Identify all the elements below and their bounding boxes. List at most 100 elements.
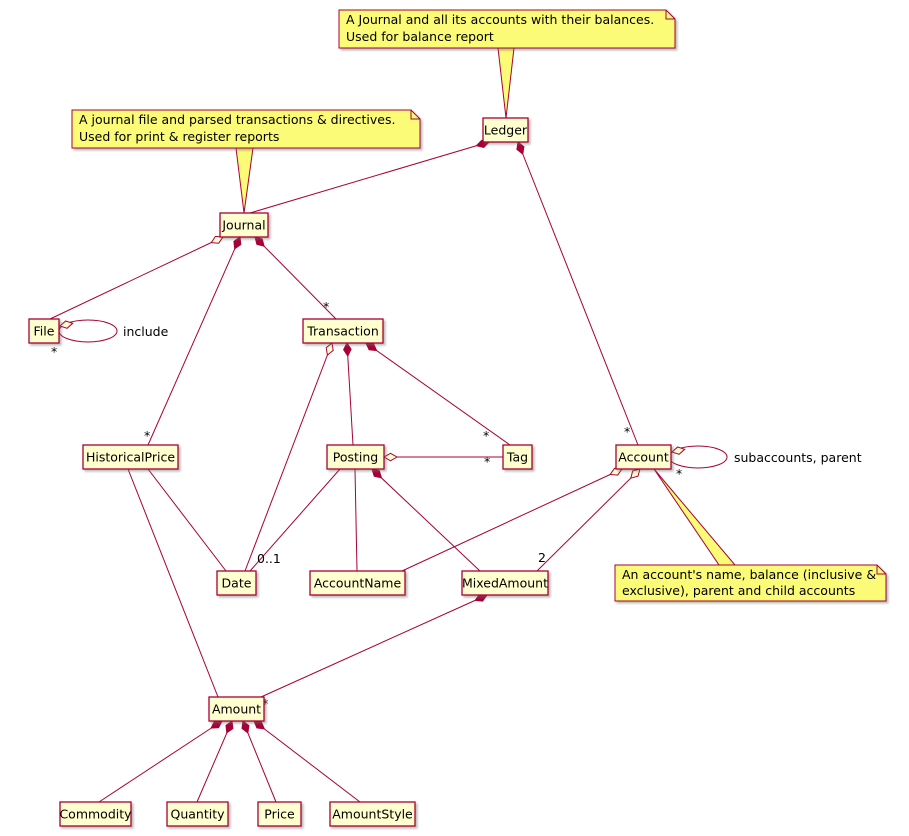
edge-amount-commodity [98,720,223,803]
edge-posting-tag-aggregation-diamond [382,452,399,462]
class-box-journal [219,212,269,238]
class-box-account [615,444,672,470]
note-connector-account [653,468,737,566]
class-box-tag [502,444,533,470]
label-file-loop: include [123,324,169,339]
class-amountstyle: AmountStyle [329,801,416,827]
multiplicity-account-mixedamount: 2 [538,550,546,565]
class-label-accountname: AccountName [314,576,402,591]
edge-journal-transaction [254,236,337,320]
class-quantity: Quantity [166,801,229,827]
edge-journal-historicalprice [147,236,241,446]
class-ledger: Ledger [482,117,529,143]
note-journal-fold-icon [410,110,420,120]
class-label-quantity: Quantity [170,807,225,822]
edge-transaction-tag [365,342,511,446]
multiplicity-ledger-account: * [624,424,630,439]
edge-ledger-account-composition-diamond [516,141,525,156]
class-box-amount [208,696,265,722]
edge-posting-date [249,468,341,572]
class-box-accountname [309,570,406,596]
class-label-account: Account [618,450,669,465]
file-loop-aggregation-diamond [59,320,74,329]
note-ledger: A Journal and all its accounts with thei… [338,9,676,49]
edge-amount-quantity-composition-diamond [225,720,234,734]
class-label-price: Price [264,807,295,822]
class-commodity: Commodity [59,801,132,827]
edge-ledger-journal [249,141,490,214]
edge-historicalprice-date [147,468,227,572]
class-label-tag: Tag [506,450,528,465]
edge-transaction-date-aggregation-diamond [325,342,334,357]
class-box-ledger [482,117,529,143]
edge-posting-mixedamount [371,468,481,572]
multiplicity-posting-date: 0..1 [257,551,281,566]
class-price: Price [257,801,302,827]
edge-amount-commodity-composition-diamond [210,720,223,729]
edge-posting-accountname [354,468,358,572]
class-label-journal: Journal [221,218,265,233]
class-box-commodity [59,801,132,827]
class-box-file [28,318,60,344]
class-amount: Amount [208,696,265,722]
edge-journal-historicalprice-composition-diamond [233,236,242,250]
note-journal-body [71,109,421,149]
class-tag: Tag [502,444,533,470]
multiplicity-journal-historicalprice: * [144,428,150,443]
note-journal-line-1: A journal file and parsed transactions &… [79,112,395,127]
class-historicalprice: HistoricalPrice [82,444,179,470]
edge-amount-price [242,720,277,803]
note-journal: A journal file and parsed transactions &… [71,109,421,149]
note-account: An account's name, balance (inclusive &e… [614,564,887,602]
edge-journal-file [49,236,224,320]
class-mixedamount: MixedAmount [461,570,549,596]
edge-ledger-account [517,141,639,446]
edge-amount-amountstyle-composition-diamond [253,720,266,730]
multiplicity-journal-transaction: * [323,299,329,314]
edge-transaction-date [244,342,333,572]
class-label-amount: Amount [212,702,261,717]
class-box-date [216,570,257,596]
class-box-price [257,801,302,827]
multiplicity-posting-tag: * [484,454,490,469]
class-box-historicalprice [82,444,179,470]
note-account-fold-icon [876,565,886,575]
class-label-amountstyle: AmountStyle [332,807,413,822]
class-label-transaction: Transaction [306,324,379,339]
class-box-amountstyle [329,801,416,827]
class-label-historicalprice: HistoricalPrice [86,450,175,465]
note-account-body [614,564,887,602]
edge-journal-file-aggregation-diamond [210,235,224,244]
class-label-posting: Posting [333,450,378,465]
class-label-mixedamount: MixedAmount [462,576,548,591]
class-label-file: File [34,324,55,339]
class-file: File [28,318,60,344]
edge-amount-quantity [196,720,233,803]
note-account-line-2: exclusive), parent and child accounts [622,583,855,598]
note-ledger-line-2: Used for balance report [346,29,494,44]
class-posting: Posting [326,444,385,470]
note-journal-line-2: Used for print & register reports [79,129,279,144]
edge-account-mixedamount-aggregation-diamond [630,468,641,479]
multiplicity-mixedamount-amount: * [262,696,268,711]
multiplicity-file-loop: * [51,344,57,359]
note-ledger-fold-icon [665,10,675,20]
edge-account-accountname [401,468,623,572]
class-box-transaction [302,318,384,344]
note-connector-ledger [497,47,515,119]
edge-amount-amountstyle [253,720,361,803]
edge-mixedamount-amount [260,594,488,698]
edge-amount-price-composition-diamond [241,720,250,734]
edge-journal-transaction-composition-diamond [254,236,265,247]
multiplicity-transaction-tag: * [483,428,489,443]
edge-transaction-tag-composition-diamond [365,342,378,352]
class-journal: Journal [219,212,269,238]
label-account-loop: subaccounts, parent [734,450,862,465]
multiplicity-account-loop: * [676,466,682,481]
note-ledger-body [338,9,676,49]
edge-account-mixedamount [536,468,641,572]
note-ledger-line-1: A Journal and all its accounts with thei… [346,12,654,27]
class-label-date: Date [222,576,252,591]
